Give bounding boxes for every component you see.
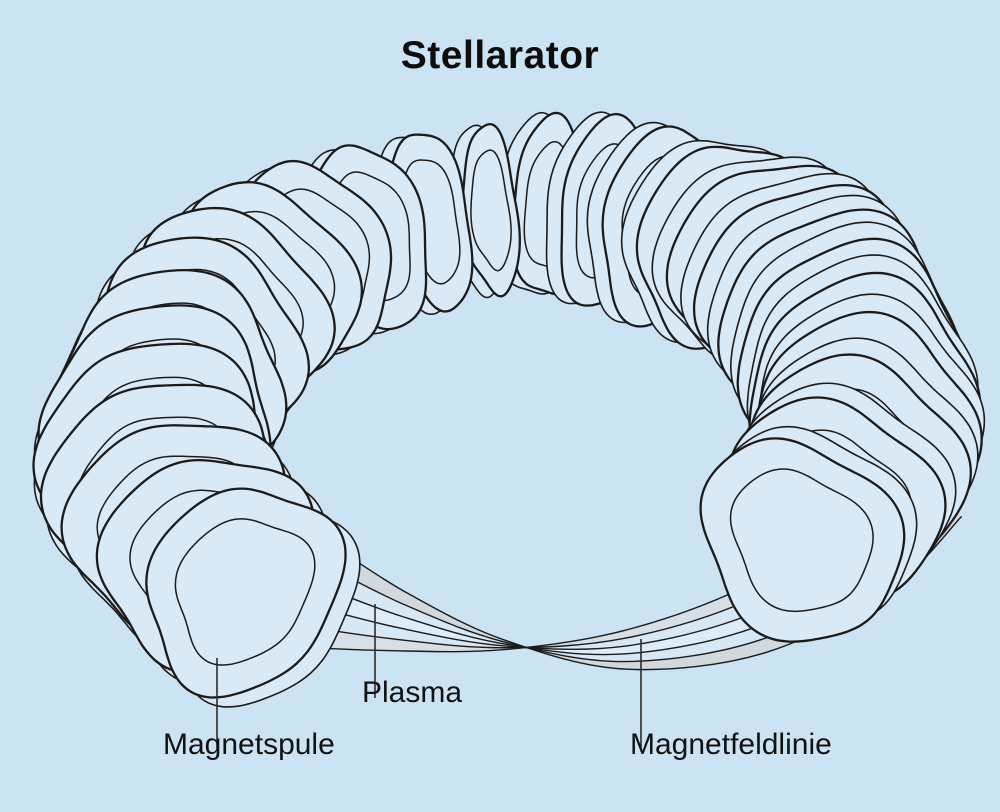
leader-line-group [216,604,642,748]
coil-group [32,111,986,708]
figure-title: Stellarator [400,34,600,77]
label-magnetspule: Magnetspule [163,728,335,761]
label-plasma: Plasma [362,676,463,709]
label-magnetfeldlinie: Magnetfeldlinie [630,728,832,761]
